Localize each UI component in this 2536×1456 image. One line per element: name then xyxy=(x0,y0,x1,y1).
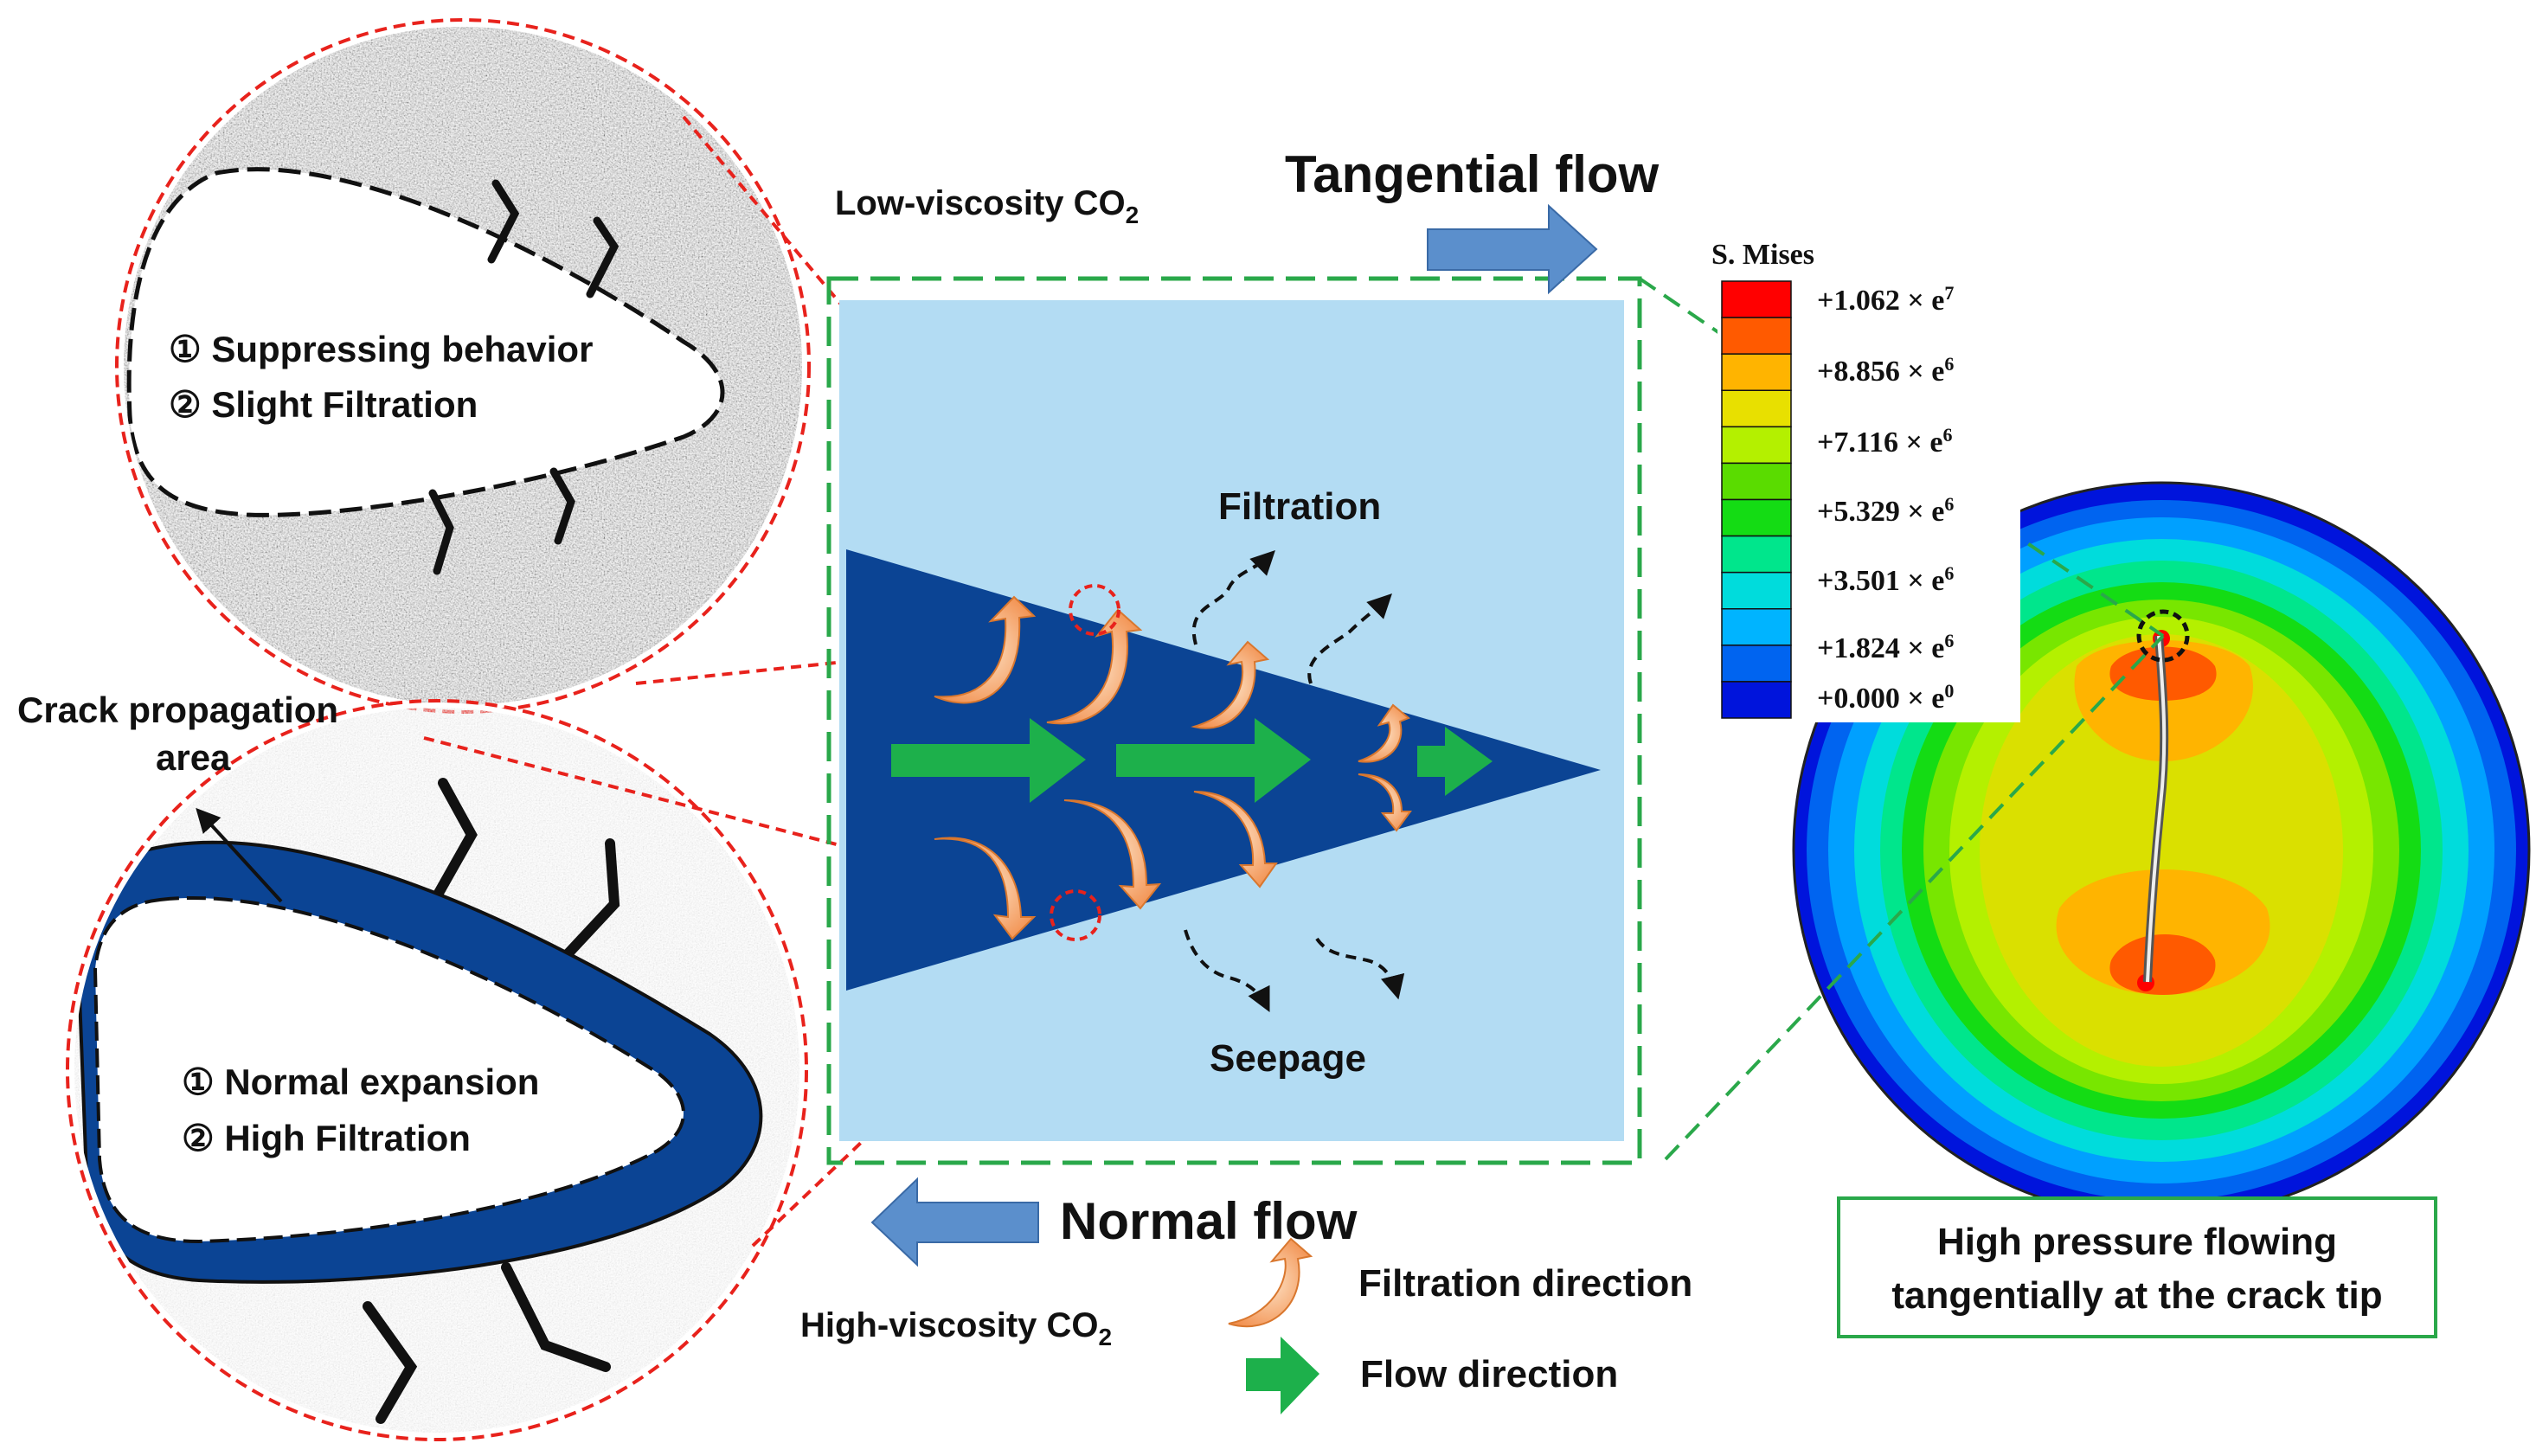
colorbar-segment xyxy=(1721,353,1792,391)
legend-orange-arrow-icon xyxy=(1228,1237,1313,1328)
stress-legend-entry: +5.329 × e6 xyxy=(1817,493,1954,528)
normal-flow-arrow xyxy=(870,1177,1039,1267)
top-circle-line2: ② Slight Filtration xyxy=(169,384,478,425)
microcrack-lines-top xyxy=(428,179,620,575)
top-circle-line1: ① Suppressing behavior xyxy=(169,329,593,369)
tangential-flow-arrow xyxy=(1427,203,1598,295)
normal-flow-label: Normal flow xyxy=(1060,1192,1358,1250)
focus-circle-top xyxy=(1069,584,1120,636)
bottom-circle-line2: ② High Filtration xyxy=(182,1118,471,1158)
caption-box: High pressure flowing tangentially at th… xyxy=(1837,1196,2437,1338)
crack-cavity-bottom xyxy=(93,895,685,1244)
stress-disk xyxy=(1792,481,2531,1220)
high-viscosity-label: High-viscosity CO2 xyxy=(800,1306,1112,1350)
stress-legend-entry: +8.856 × e6 xyxy=(1817,353,1954,388)
colorbar-segment xyxy=(1721,317,1792,355)
stress-legend-labels: +1.062 × e7 +8.856 × e6 +7.116 × e6 +5.329 … xyxy=(1817,282,1954,715)
crack-propagation-label-1: Crack propagation xyxy=(17,690,338,730)
arrow-legend: Filtration direction Flow direction xyxy=(1228,1237,1692,1414)
stress-legend-entry: +7.116 × e6 xyxy=(1817,424,1952,459)
center-panel: Filtration Seepage xyxy=(826,276,1642,1165)
stress-legend-entry: +3.501 × e6 xyxy=(1817,562,1954,597)
legend-flow-direction: Flow direction xyxy=(1360,1353,1618,1395)
focus-circle-bottom xyxy=(1050,889,1101,941)
colorbar-segment xyxy=(1721,645,1792,683)
top-zoom-circle: ① Suppressing behavior ② Slight Filtrati… xyxy=(115,18,811,714)
colorbar-segment xyxy=(1721,498,1792,537)
legend-filtration-direction: Filtration direction xyxy=(1358,1262,1692,1305)
colorbar-segment xyxy=(1721,389,1792,428)
bottom-zoom-circle: ① Normal expansion ② High Filtration xyxy=(66,699,808,1441)
colorbar-segment xyxy=(1721,426,1792,465)
caption-line1: High pressure flowing xyxy=(1937,1221,2337,1263)
stress-legend-entry: +1.062 × e7 xyxy=(1817,282,1954,317)
colorbar-segment xyxy=(1721,681,1792,719)
colorbar-segment xyxy=(1721,535,1792,574)
legend-green-arrow-icon xyxy=(1246,1337,1319,1414)
flow-arrows xyxy=(891,718,1493,803)
filtration-curved-arrows xyxy=(934,595,1412,940)
bottom-circle-line1: ① Normal expansion xyxy=(182,1062,539,1102)
stress-legend-entry: +1.824 × e6 xyxy=(1817,630,1954,664)
crack-tip-marker xyxy=(2136,609,2190,663)
seepage-paths xyxy=(1184,550,1405,1013)
seepage-label: Seepage xyxy=(1210,1037,1366,1080)
stress-legend-entry: +0.000 × e0 xyxy=(1817,680,1954,715)
tangential-flow-label: Tangential flow xyxy=(1285,145,1660,203)
crack-area-pointer xyxy=(196,807,283,903)
colorbar-segment xyxy=(1721,280,1792,318)
stress-legend: S. Mises +1.062 × e7 +8.856 × e6 +7.116 × … xyxy=(1711,239,2020,722)
stress-colorbar xyxy=(1721,280,1792,719)
colorbar-segment xyxy=(1721,462,1792,501)
low-viscosity-label: Low-viscosity CO2 xyxy=(835,184,1139,228)
caption-line2: tangentially at the crack tip xyxy=(1891,1274,2382,1317)
microcrack-lines-bottom xyxy=(363,778,620,1424)
filtration-label: Filtration xyxy=(1218,485,1381,528)
colorbar-segment xyxy=(1721,571,1792,610)
crack-propagation-label-2: area xyxy=(156,737,231,778)
stress-legend-title: S. Mises xyxy=(1711,239,1814,271)
crack-cavity-top xyxy=(126,167,725,517)
colorbar-segment xyxy=(1721,608,1792,646)
